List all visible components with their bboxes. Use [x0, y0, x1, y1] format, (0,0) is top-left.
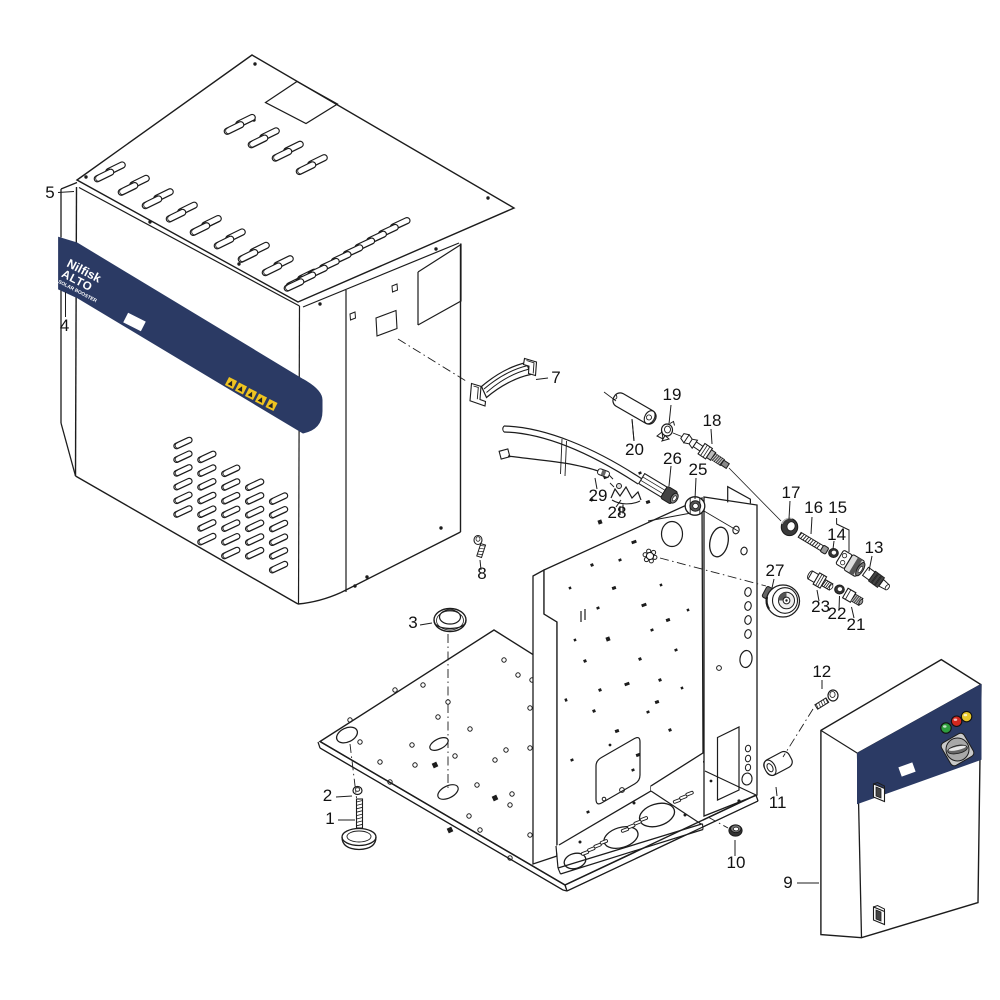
svg-text:16: 16 [804, 498, 823, 517]
svg-text:15: 15 [828, 498, 847, 517]
svg-text:14: 14 [827, 525, 846, 544]
svg-text:20: 20 [625, 440, 644, 459]
svg-text:2: 2 [323, 786, 332, 805]
svg-text:13: 13 [865, 538, 884, 557]
svg-text:18: 18 [703, 411, 722, 430]
svg-text:29: 29 [589, 486, 608, 505]
svg-text:21: 21 [847, 615, 866, 634]
svg-text:7: 7 [551, 368, 560, 387]
svg-text:10: 10 [727, 853, 746, 872]
svg-text:28: 28 [608, 503, 627, 522]
svg-text:12: 12 [812, 662, 831, 681]
svg-text:5: 5 [45, 183, 54, 202]
svg-text:27: 27 [766, 561, 785, 580]
svg-text:4: 4 [60, 316, 69, 335]
svg-text:17: 17 [782, 483, 801, 502]
svg-text:9: 9 [783, 873, 792, 892]
svg-text:11: 11 [769, 793, 787, 812]
svg-text:8: 8 [477, 564, 486, 583]
svg-text:23: 23 [811, 597, 830, 616]
svg-text:26: 26 [663, 449, 682, 468]
svg-text:1: 1 [325, 809, 334, 828]
svg-text:3: 3 [408, 613, 417, 632]
svg-text:19: 19 [663, 385, 682, 404]
svg-text:25: 25 [689, 460, 708, 479]
svg-text:22: 22 [828, 604, 847, 623]
